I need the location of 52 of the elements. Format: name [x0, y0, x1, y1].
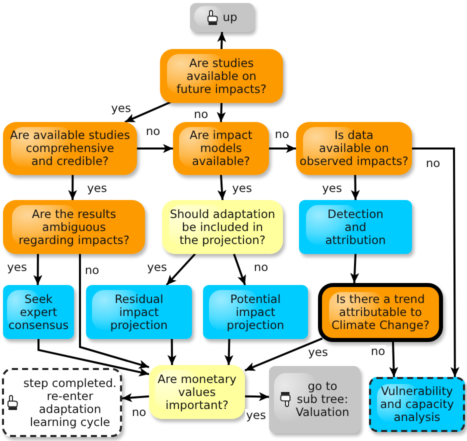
question-text: Are studies available on future impacts?: [176, 56, 266, 96]
question-text: Is there a trend attributable to Climate Change?: [331, 293, 430, 332]
arrow: [217, 32, 226, 50]
arrow: [233, 254, 246, 286]
decision-box: [3, 122, 137, 175]
step-text: step completed. re-enter adaptation learning cycle: [23, 376, 117, 428]
process-box: [369, 377, 465, 432]
question-text: Are monetary values important?: [158, 372, 236, 412]
step-text: Seek expert consensus: [8, 292, 69, 332]
arrow: [269, 144, 296, 153]
decision-box: [160, 49, 283, 103]
decision-box: [162, 200, 283, 254]
step-text: Residual impact projection: [110, 292, 168, 332]
arrow: [217, 174, 226, 200]
question-text: Are the results ambiguous regarding impacts?: [18, 208, 130, 246]
arrow: [122, 393, 150, 402]
arrow: [224, 338, 234, 366]
decision-box: [3, 200, 145, 254]
terminal-box: [2, 368, 122, 437]
process-box: [3, 285, 74, 339]
arrow: [68, 175, 78, 200]
navigation-box: [269, 366, 360, 433]
link-text: up: [222, 11, 238, 24]
arrow: [33, 254, 42, 285]
arrow: [350, 254, 360, 284]
arrow: [137, 144, 173, 153]
process-box: [203, 285, 308, 339]
arrow: [412, 148, 460, 377]
step-text: Detection and attribution: [325, 208, 386, 246]
arrow: [216, 102, 226, 122]
question-text: Should adaptation be included in the projection?: [170, 208, 276, 246]
arrow: [167, 339, 176, 365]
navigation-box: [190, 3, 254, 32]
decision-box: [318, 283, 443, 342]
decision-box: [149, 365, 245, 419]
decision-box: [296, 122, 412, 175]
decision-box: [173, 122, 269, 175]
arrow: [350, 174, 360, 200]
link-text: go to sub tree: Valuation: [296, 380, 350, 419]
process-box: [299, 200, 412, 254]
question-text: Are impact models available?: [190, 129, 252, 168]
arrow: [166, 253, 196, 286]
step-text: Vulnerability and capacity analysis: [380, 385, 454, 424]
arrow: [244, 392, 270, 402]
step-text: Potential impact projection: [226, 292, 284, 332]
arrow: [78, 254, 150, 369]
arrow: [244, 338, 323, 372]
question-text: Is data available on observed impacts?: [300, 129, 408, 168]
process-box: [86, 285, 192, 339]
arrow: [38, 339, 150, 376]
arrow: [389, 342, 398, 378]
arrow: [124, 100, 173, 123]
